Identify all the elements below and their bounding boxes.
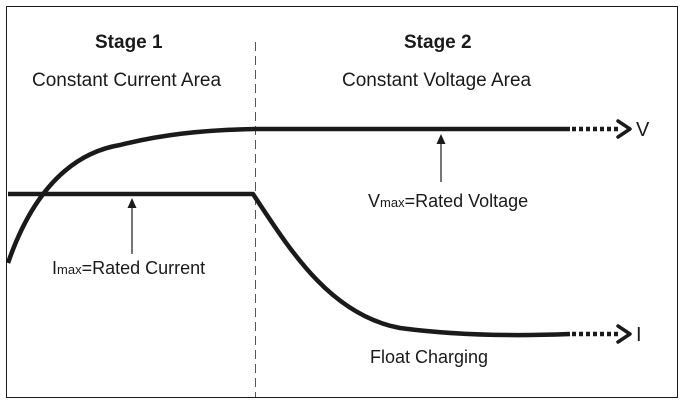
current-pointer-arrow-icon: [127, 198, 137, 208]
voltage-pointer-arrow-icon: [436, 134, 446, 144]
current-note-subscript: max: [57, 262, 82, 277]
voltage-note-subscript: max: [380, 195, 405, 210]
stage2-area-label: Constant Voltage Area: [342, 70, 532, 91]
stage1-title: Stage 1: [95, 32, 163, 53]
current-note-symbol: I: [52, 258, 57, 278]
float-charging-label: Float Charging: [370, 347, 488, 367]
voltage-curve-label: V: [636, 119, 650, 141]
current-curve-label: I: [636, 324, 642, 346]
current-note-text: =Rated Current: [82, 258, 206, 278]
stage1-area-label: Constant Current Area: [32, 70, 221, 91]
voltage-note: Vmax=Rated Voltage: [368, 191, 528, 211]
voltage-note-text: =Rated Voltage: [405, 191, 529, 211]
current-curve: [8, 191, 571, 338]
voltage-curve: [5, 126, 570, 264]
current-arrow-icon: [616, 324, 632, 344]
diagram-frame: [6, 6, 678, 398]
stage2-title: Stage 2: [404, 32, 472, 53]
voltage-arrow-icon: [616, 119, 632, 139]
voltage-note-symbol: V: [368, 191, 380, 211]
current-note: Imax=Rated Current: [52, 258, 205, 278]
